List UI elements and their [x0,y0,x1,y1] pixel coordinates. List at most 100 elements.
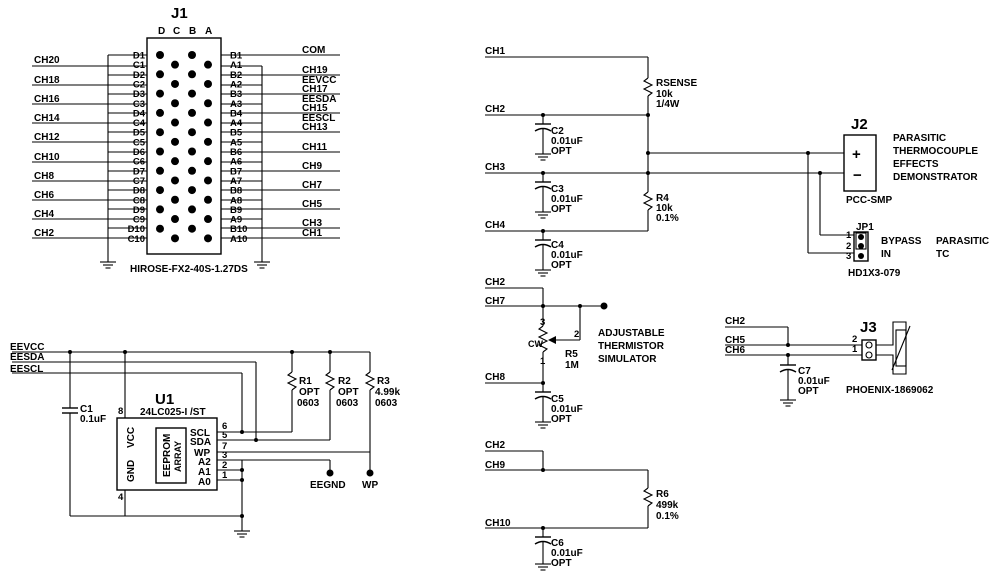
j1-right-pin-label: B8 [230,186,242,197]
j1-right-pin-label: B4 [230,108,243,119]
j1-right-pin-label: A9 [230,215,242,226]
c4-ref: C4 [551,240,564,251]
jp1-pin-1: 1 [846,230,852,241]
j3-body [861,339,877,361]
c5-opt: OPT [551,414,572,425]
j1-connector: J1 D C B A D1C1D2C2D3C3D4C4D5C5D6C6D7C7D… [32,5,340,275]
jp1-ref: JP1 [856,222,874,233]
net-eescl: EESCL [302,113,335,124]
j1-right-pin-label: B5 [230,128,243,139]
r5-pin-2: 2 [574,329,579,340]
jp1-note-1: PARASITIC [936,236,989,247]
c6-value: 0.01uF [551,548,583,559]
net-ch20: CH20 [34,55,60,66]
net-ch12: CH12 [34,132,60,143]
net-ch13: CH13 [302,122,328,133]
r6-ch9: CH9 [485,460,505,471]
u1-pinnum-1: 1 [222,470,228,481]
j1-pin-dot [156,108,164,117]
u1-body [116,417,218,491]
u1-part: 24LC025-I /ST [140,407,206,418]
r3-pkg: 0603 [375,398,398,409]
r2-value: OPT [338,387,359,398]
j1-right-pin-label: B1 [230,51,243,62]
j3-pin-1: 1 [852,344,858,355]
c1-value: 0.1uF [80,414,106,425]
j1-left-pin-label: D7 [133,166,145,177]
j2-desc-3: EFFECTS [893,159,939,170]
j1-left-pin-label: D3 [133,89,145,100]
j1-ref: J1 [171,5,188,22]
r2-pkg: 0603 [336,398,359,409]
jp1-note-2: TC [936,249,949,260]
j1-pin-dot [188,186,196,195]
j2-desc-1: PARASITIC [893,133,946,144]
net-eesda: EESDA [302,94,336,105]
u1-pinnum-5: 5 [222,430,228,441]
net-ch15: CH15 [302,103,328,114]
sense-ch1: CH1 [485,46,505,57]
net-ch14: CH14 [34,113,60,124]
r4-value: 10k [656,203,673,214]
j1-pin-dot [188,205,196,214]
u1-pinnum-8: 8 [118,406,123,417]
j1-pin-dot [188,51,196,59]
j1-left-pin-label: D1 [133,51,146,62]
r2-ref: R2 [338,376,351,387]
u1-array-label2: ARRAY [173,441,183,472]
therm-ch2: CH2 [485,277,505,288]
j1-pin-dot [171,79,179,88]
rsense-value: 10k [656,89,673,100]
u1-eeprom-block: EEVCC EESDA EESCL C1 0.1uF U1 24LC025-I … [10,342,400,538]
u1-pin-scl: SCL [190,428,210,439]
jp1-pin-3: 3 [846,251,851,262]
u1-ref: U1 [155,391,174,408]
j1-pin-dot [171,99,179,108]
u1-pinnum-7: 7 [222,441,227,452]
net-ch17: CH17 [302,84,328,95]
j1-right-pin-label: B9 [230,205,242,216]
c5-value: 0.01uF [551,404,583,415]
j1-pin-dot [188,89,196,98]
net-ch8: CH8 [34,171,54,182]
j1-pin-dot [188,224,196,233]
j1-pin-dot [171,60,179,69]
j1-pin-dot [171,215,179,224]
r5-cw: CW [528,339,543,349]
r1-ref: R1 [299,376,312,387]
j1-pin-dot [204,157,212,166]
u1-pinnum-4: 4 [118,492,124,503]
j1-left-pin-label: D4 [133,108,146,119]
net-eevcc: EEVCC [302,75,336,86]
net-u1-eesda: EESDA [10,352,44,363]
j1-pin-dot [204,60,212,69]
j1-pin-dot [156,89,164,98]
c2-opt: OPT [551,146,572,157]
c4-value: 0.01uF [551,250,583,261]
j2-body [843,134,877,192]
j1-pin-dot [204,137,212,146]
u1-pin-sda: SDA [190,437,211,448]
j1-pin-dot [156,147,164,156]
net-ch6: CH6 [34,190,54,201]
sense-ch2: CH2 [485,104,505,115]
j1-left-pin-label: C4 [133,118,146,129]
j1-pin-dot [188,147,196,156]
j1-right-pin-label: A4 [230,118,243,129]
r5-pin-3: 3 [540,317,545,328]
net-ch5: CH5 [302,199,322,210]
j1-col-a: A [205,26,212,37]
j1-pin-dot [204,215,212,224]
r6-ref: R6 [656,489,669,500]
c3-opt: OPT [551,204,572,215]
c3-ref: C3 [551,184,564,195]
j1-pin-dot [156,224,164,233]
sense-ch3: CH3 [485,162,505,173]
j1-right-pin-label: A10 [230,234,247,245]
j3-ch5: CH5 [725,335,745,346]
j1-pin-dot [204,195,212,204]
j1-pin-dot [188,70,196,79]
j1-left-pin-label: D9 [133,205,145,216]
j2-minus: − [853,167,862,184]
